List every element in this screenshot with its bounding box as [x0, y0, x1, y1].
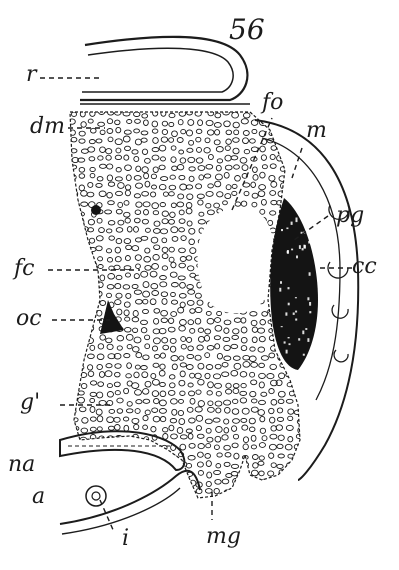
label-pg: pg: [336, 205, 364, 227]
label-cc: cc: [352, 256, 377, 278]
dark-cell: [91, 205, 101, 215]
label-oc: oc: [16, 308, 42, 330]
label-g1: g': [20, 392, 40, 414]
roof-membrane: [80, 37, 247, 100]
roof-membrane-inner: [82, 48, 233, 92]
figure-number: 56: [229, 16, 265, 44]
pigment-layer: [270, 198, 318, 370]
label-i: i: [122, 528, 129, 550]
label-dm: dm: [30, 116, 65, 138]
label-m: m: [306, 120, 327, 142]
label-fc: fc: [14, 258, 34, 280]
label-na: na: [8, 454, 35, 476]
label-r: r: [26, 64, 37, 86]
cell-mass: [69, 109, 305, 497]
label-a: a: [32, 486, 45, 508]
label-mg: mg: [206, 526, 241, 548]
intestine-cell: [86, 486, 106, 506]
ciliated-cups: [328, 205, 349, 362]
label-fo: fo: [262, 92, 283, 114]
